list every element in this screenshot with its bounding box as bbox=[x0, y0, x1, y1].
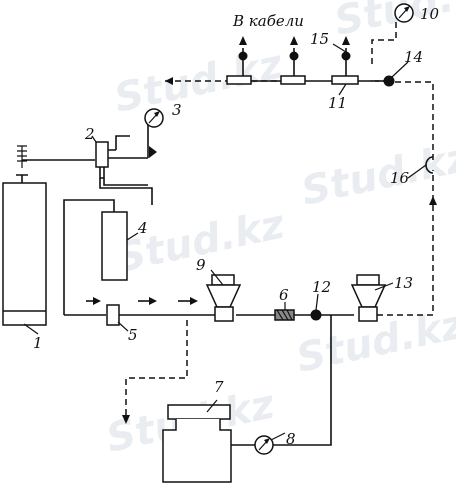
label-9: 9 bbox=[196, 256, 206, 274]
label-4: 4 bbox=[137, 219, 148, 237]
label-1: 1 bbox=[33, 334, 43, 352]
flow-arrow-up bbox=[429, 196, 437, 205]
filter-cartridge-6 bbox=[274, 309, 295, 321]
separator-13 bbox=[350, 274, 387, 322]
compressor-7 bbox=[162, 404, 232, 483]
watermark-layer: Stud.kz Stud.kz Stud.kz Stud.kz Stud.kz … bbox=[103, 0, 456, 462]
caption-to-cables: В кабели bbox=[232, 12, 304, 30]
hygrometer-16 bbox=[425, 156, 434, 174]
label-6: 6 bbox=[279, 286, 289, 304]
main-lower-pipeline bbox=[86, 297, 354, 316]
label-11: 11 bbox=[328, 94, 347, 112]
flow-arrow-left bbox=[165, 77, 173, 85]
pressure-gauge-8 bbox=[254, 435, 274, 455]
valve-5 bbox=[106, 304, 120, 326]
outlet-valve-11 bbox=[331, 75, 359, 85]
flow-arrow bbox=[190, 297, 198, 305]
outlet-valve bbox=[226, 75, 252, 85]
label-10: 10 bbox=[420, 5, 440, 23]
label-7: 7 bbox=[214, 378, 224, 396]
reducer-2 bbox=[95, 119, 158, 179]
pressure-gauge-10 bbox=[394, 3, 414, 23]
leader-lines bbox=[23, 43, 427, 441]
label-13: 13 bbox=[394, 274, 413, 292]
separator-9 bbox=[205, 274, 242, 322]
label-15: 15 bbox=[310, 30, 329, 48]
label-2: 2 bbox=[84, 125, 95, 143]
outlet-valve bbox=[280, 75, 306, 85]
upper-distribution-line bbox=[165, 36, 384, 85]
label-16: 16 bbox=[390, 169, 410, 187]
label-3: 3 bbox=[172, 101, 182, 119]
pressure-gauge-3 bbox=[144, 108, 164, 128]
label-5: 5 bbox=[128, 326, 138, 344]
junction-12 bbox=[310, 309, 322, 321]
label-14: 14 bbox=[404, 48, 423, 66]
return-line bbox=[377, 81, 437, 316]
label-12: 12 bbox=[312, 278, 331, 296]
dryer-4 bbox=[63, 178, 153, 316]
flow-arrow bbox=[93, 297, 101, 305]
component-labels: 1 2 3 4 5 6 7 8 9 10 11 12 13 14 15 16 bbox=[33, 5, 440, 448]
gas-cylinder-1 bbox=[2, 145, 95, 326]
flow-arrow bbox=[149, 297, 157, 305]
label-8: 8 bbox=[286, 430, 296, 448]
